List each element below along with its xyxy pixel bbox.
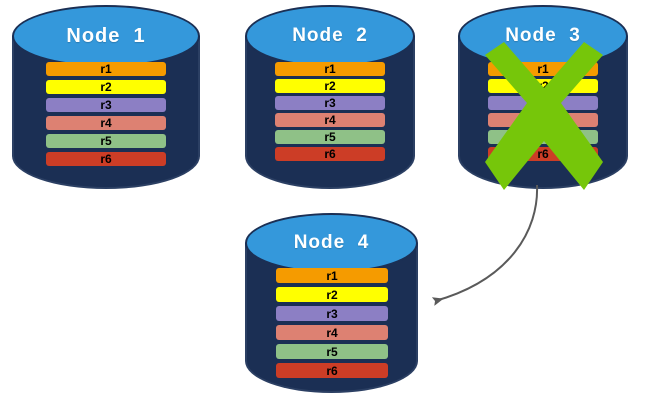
node-3-title: Node 3 [505, 25, 581, 46]
node-failure-x-icon [485, 42, 603, 190]
node-1-cylinder[interactable]: Node 1 r1 r2 r3 r4 r5 r6 [12, 5, 200, 191]
row-bar-r1[interactable]: r1 [46, 62, 166, 76]
row-bar-r6[interactable]: r6 [275, 147, 385, 161]
node-2-cylinder[interactable]: Node 2 r1 r2 r3 r4 r5 r6 [245, 5, 415, 191]
cylinder-top: Node 4 [245, 213, 418, 273]
migration-arrow-icon [431, 184, 539, 306]
node-1-rows: r1 r2 r3 r4 r5 r6 [46, 62, 166, 170]
node-4-rows: r1 r2 r3 r4 r5 r6 [276, 268, 388, 382]
node-1-title: Node 1 [66, 24, 146, 47]
cylinder-top: Node 2 [245, 5, 415, 67]
row-bar-r6[interactable]: r6 [46, 152, 166, 166]
row-bar-r5[interactable]: r5 [275, 130, 385, 144]
node-2-title: Node 2 [292, 25, 368, 46]
node-4-title: Node 4 [293, 232, 370, 253]
node-4-cylinder[interactable]: Node 4 r1 r2 r3 r4 r5 r6 [245, 213, 418, 395]
cylinder-top: Node 3 [458, 5, 628, 67]
row-bar-r2[interactable]: r2 [275, 79, 385, 93]
row-bar-r4[interactable]: r4 [275, 113, 385, 127]
node-2-rows: r1 r2 r3 r4 r5 r6 [275, 62, 385, 164]
row-bar-r3[interactable]: r3 [276, 306, 388, 321]
row-bar-r3[interactable]: r3 [46, 98, 166, 112]
row-bar-r2[interactable]: r2 [46, 80, 166, 94]
row-bar-r4[interactable]: r4 [46, 116, 166, 130]
cylinder-top: Node 1 [12, 5, 200, 67]
row-bar-r1[interactable]: r1 [276, 268, 388, 283]
row-bar-r5[interactable]: r5 [46, 134, 166, 148]
row-bar-r1[interactable]: r1 [275, 62, 385, 76]
row-bar-r2[interactable]: r2 [276, 287, 388, 302]
row-bar-r6[interactable]: r6 [276, 363, 388, 378]
row-bar-r3[interactable]: r3 [275, 96, 385, 110]
row-bar-r5[interactable]: r5 [276, 344, 388, 359]
row-bar-r4[interactable]: r4 [276, 325, 388, 340]
